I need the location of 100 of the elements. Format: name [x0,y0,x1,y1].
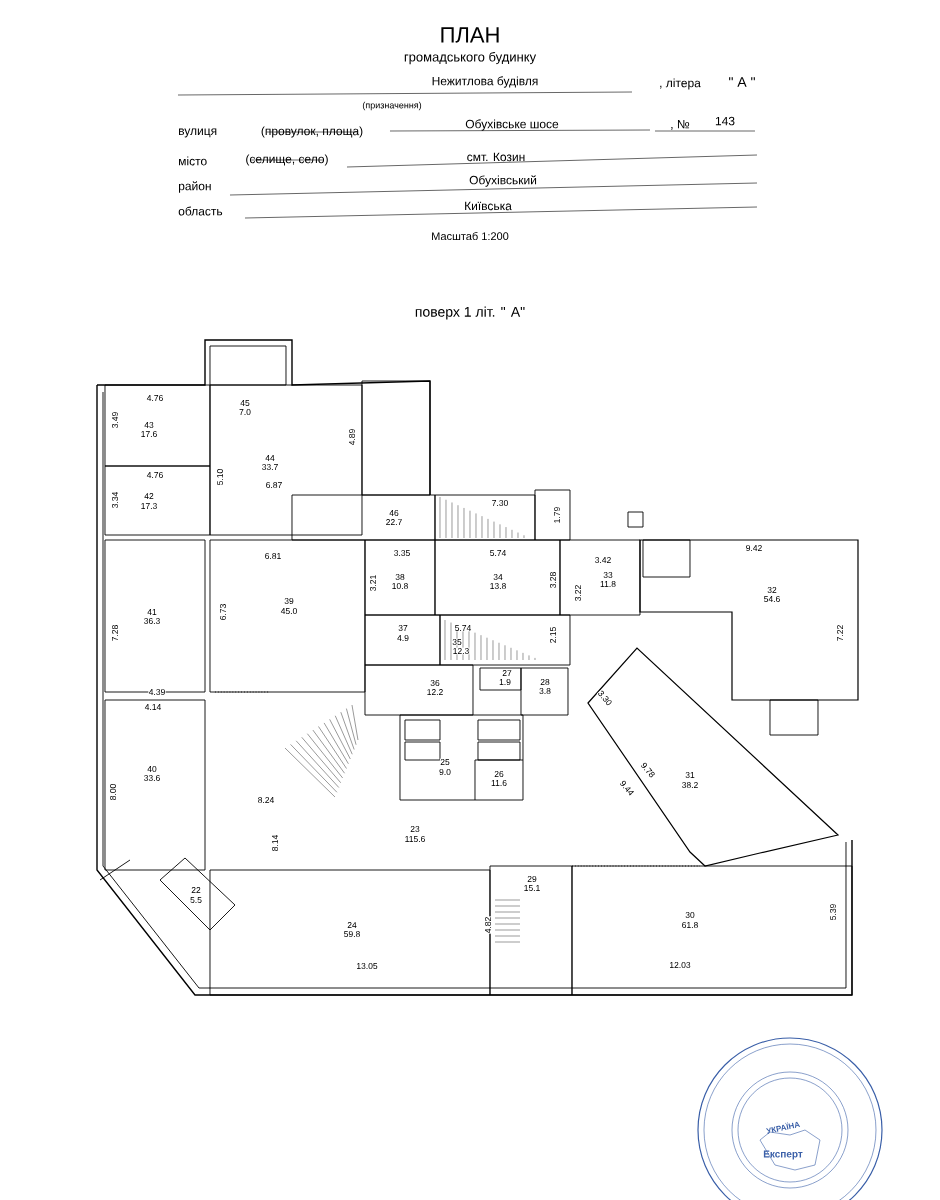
room-number: 39 [283,597,295,605]
form-label: область [178,206,223,216]
room-number: 38 [394,573,406,581]
dimension: 4.39 [148,688,166,696]
dimension: 7.22 [836,624,844,642]
room-area: 10.8 [391,582,409,590]
room-area: 13.8 [489,582,507,590]
room-area: 17.3 [140,502,158,510]
room-area: 4.9 [396,634,410,642]
stamp-text: УКРАЇНА [765,1121,801,1134]
dimension: 3.49 [111,411,119,429]
dimension: 4.76 [146,471,164,479]
room-area: 45.0 [280,607,298,615]
room-number: 23 [409,825,421,833]
room-area: 22.7 [385,518,403,526]
dimension: 6.81 [264,552,282,560]
dimension: 4.89 [348,428,356,446]
dimension: 3.35 [393,549,411,557]
room-number: 25 [439,758,451,766]
form-value: 143 [715,116,735,126]
room-number: 46 [388,509,400,517]
dimension: 2.15 [549,626,557,644]
dimension: 7.30 [491,499,509,507]
dimension: 9.42 [745,544,763,552]
form-label: , літера [660,78,701,90]
dimension: 6.73 [219,603,227,621]
dimension: 13.05 [355,962,379,970]
room-number: 32 [766,586,778,594]
dimension: 3.21 [369,574,377,592]
room-number: 43 [143,421,155,429]
room-number: 34 [492,573,504,581]
room-number: 22 [190,886,202,894]
dimension: 3.28 [549,571,557,589]
room-area: 38.2 [681,781,699,789]
dimension: 4.14 [144,703,162,711]
room-number: 26 [493,770,505,778]
dimension: 5.39 [829,903,837,921]
room-number: 41 [146,608,158,616]
room-area: 61.8 [681,921,699,929]
dimension: 6.87 [265,481,283,489]
room-number: 33 [602,571,614,579]
room-area: 12.2 [426,688,444,696]
room-area: 12.3 [452,647,470,655]
form-value: " А " [729,77,755,87]
struck-text: (селище, село) [246,154,328,166]
room-number: 28 [539,678,551,686]
room-number: 24 [346,921,358,929]
form-label: вулиця [179,128,217,138]
room-area: 9.0 [438,768,452,776]
room-number: 27 [501,669,513,677]
form-label: місто [179,156,207,166]
dimension: 5.74 [489,549,507,557]
dimension: 8.00 [109,783,117,801]
title: ПЛАН [441,27,499,43]
room-number: 36 [429,679,441,687]
dimension: 4.76 [146,394,164,402]
room-area: 17.6 [140,430,158,438]
form-label: , № [671,120,690,130]
scale-text: Масштаб 1:200 [432,231,509,241]
form-value: Київська [465,201,512,211]
room-area: 59.8 [343,930,361,938]
dimension: 8.24 [257,796,275,804]
form-hint: (призначення) [362,101,422,111]
dimension: 1.79 [553,506,561,524]
room-number: 31 [684,771,696,779]
form-value: Нежитлова будівля [432,76,538,88]
room-area: 33.6 [143,774,161,782]
dimension: 4.82 [484,916,492,934]
room-number: 44 [264,454,276,462]
room-number: 42 [143,492,155,500]
dimension: 3.42 [594,556,612,564]
room-area: 54.6 [763,595,781,603]
dimension: 5.74 [454,624,472,632]
room-number: 37 [397,624,409,632]
room-area: 3.8 [538,687,552,695]
room-number: 35 [451,638,463,646]
room-number: 30 [684,911,696,919]
room-area: 7.0 [238,408,252,416]
dimension: 7.28 [111,624,119,642]
room-number: 29 [526,875,538,883]
dimension: 12.03 [668,961,692,969]
room-area: 36.3 [143,617,161,625]
dimension: 3.34 [111,491,119,509]
form-value: Обухівський [469,175,537,187]
stamp-text: Експерт [763,1150,803,1160]
dimension: 5.10 [216,468,224,486]
room-area: 11.6 [490,779,508,787]
room-area: 11.8 [599,580,617,588]
dimension: 8.14 [271,834,279,852]
form-value: Обухівське шосе [465,119,559,131]
room-area: 15.1 [523,884,541,892]
floor-heading: поверх 1 літ. " А" [415,306,525,320]
room-number: 45 [239,399,251,407]
form-label: район [178,181,211,193]
dimension: 3.22 [574,584,582,602]
form-value: смт. Козин [467,152,525,162]
room-number: 40 [146,765,158,773]
room-area: 1.9 [498,678,512,686]
room-area: 115.6 [404,835,426,843]
subtitle: громадського будинку [404,51,537,65]
